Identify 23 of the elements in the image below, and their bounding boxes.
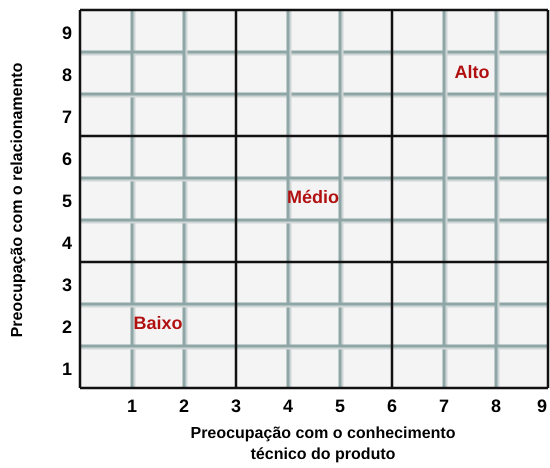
axis-tick-label: 9: [62, 24, 72, 42]
region-label: Alto: [454, 63, 490, 81]
axis-tick-label: 6: [62, 150, 72, 168]
axis-tick-label: 8: [491, 397, 501, 415]
axis-tick-label: 7: [62, 108, 72, 126]
axis-tick-label: 5: [62, 192, 72, 210]
axis-tick-label: 2: [179, 397, 189, 415]
axis-tick-label: 1: [127, 397, 137, 415]
axis-title: Preocupação com o relacionamento: [10, 62, 26, 338]
axis-tick-label: 4: [62, 234, 72, 252]
axis-tick-label: 7: [439, 397, 449, 415]
axis-tick-label: 6: [387, 397, 397, 415]
axis-title: Preocupação com o conhecimento técnico do produto: [190, 424, 456, 465]
region-label: Médio: [287, 188, 339, 206]
axis-tick-label: 8: [62, 66, 72, 84]
axis-tick-label: 2: [62, 318, 72, 336]
axis-tick-label: 1: [62, 360, 72, 378]
axis-tick-label: 9: [537, 397, 547, 415]
region-label: Baixo: [133, 314, 183, 332]
axis-tick-label: 4: [283, 397, 293, 415]
axis-tick-label: 5: [335, 397, 345, 415]
axis-tick-label: 3: [62, 276, 72, 294]
axis-tick-label: 3: [231, 397, 241, 415]
